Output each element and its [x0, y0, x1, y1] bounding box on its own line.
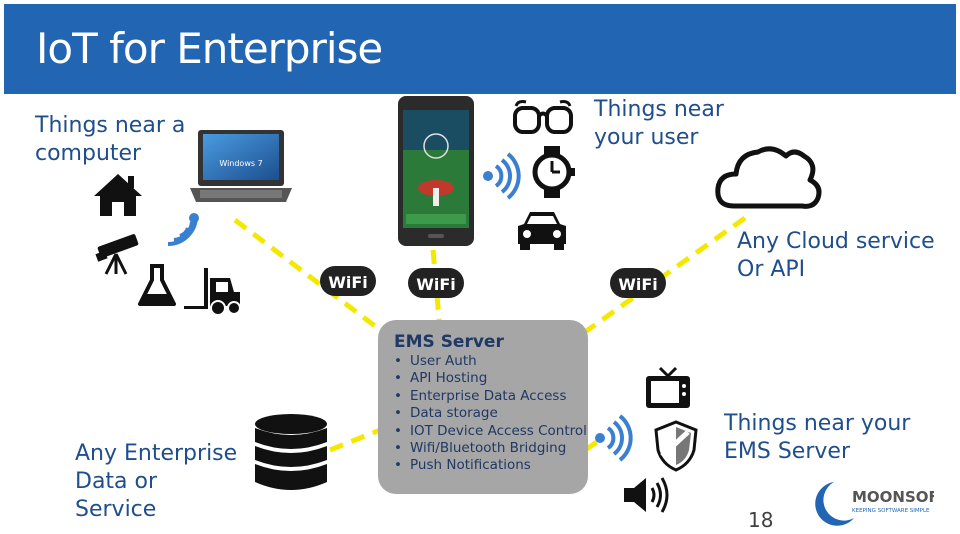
- shield-icon: [654, 420, 698, 472]
- cloud-icon: [712, 140, 824, 214]
- feature-item: API Hosting: [410, 370, 588, 387]
- wifi-badge-icon: WiFi: [610, 266, 666, 302]
- laptop-os-text: Windows 7: [219, 159, 262, 168]
- page-number: 18: [748, 508, 773, 532]
- label-enterprise: Any Enterprise Data or Service: [75, 440, 245, 524]
- label-near-server: Things near your EMS Server: [724, 410, 914, 466]
- ems-server-feature-list: User Auth API Hosting Enterprise Data Ac…: [394, 353, 588, 475]
- label-cloud: Any Cloud service Or API: [737, 228, 947, 284]
- logo-tagline: KEEPING SOFTWARE SIMPLE: [852, 508, 930, 514]
- label-near-computer: Things near a computer: [35, 112, 205, 168]
- ems-server-title: EMS Server: [394, 332, 588, 352]
- wireless-signal-icon: [592, 414, 638, 462]
- feature-item: Push Notifications: [410, 457, 588, 474]
- watch-icon: [532, 146, 576, 198]
- laptop-icon: Windows 7: [190, 128, 294, 208]
- forklift-icon: [180, 266, 244, 316]
- speaker-icon: [622, 474, 670, 516]
- wifi-badge-text: WiFi: [618, 275, 658, 294]
- feature-item: Wifi/Bluetooth Bridging: [410, 440, 588, 457]
- feature-item: Data storage: [410, 405, 588, 422]
- car-icon: [516, 208, 568, 252]
- database-icon: [252, 412, 330, 498]
- feature-item: User Auth: [410, 353, 588, 370]
- connector-database: [330, 430, 380, 450]
- tv-icon: [644, 366, 692, 412]
- logo-name: MOONSOFT: [852, 488, 934, 506]
- ems-server-box: EMS Server User Auth API Hosting Enterpr…: [378, 320, 588, 494]
- wireless-signal-icon: [160, 208, 206, 258]
- feature-item: IOT Device Access Control: [410, 423, 588, 440]
- moonsoft-logo: MOONSOFT KEEPING SOFTWARE SIMPLE: [810, 478, 934, 528]
- feature-item: Enterprise Data Access: [410, 388, 588, 405]
- phone-icon: [398, 96, 474, 248]
- glasses-icon: [512, 98, 574, 138]
- house-icon: [92, 172, 144, 218]
- wifi-badge-icon: WiFi: [408, 266, 464, 302]
- wifi-badge-text: WiFi: [416, 275, 456, 294]
- wifi-badge-icon: WiFi: [320, 264, 376, 300]
- wireless-signal-icon: [480, 152, 526, 200]
- wifi-badge-text: WiFi: [328, 273, 368, 292]
- flask-icon: [136, 262, 178, 308]
